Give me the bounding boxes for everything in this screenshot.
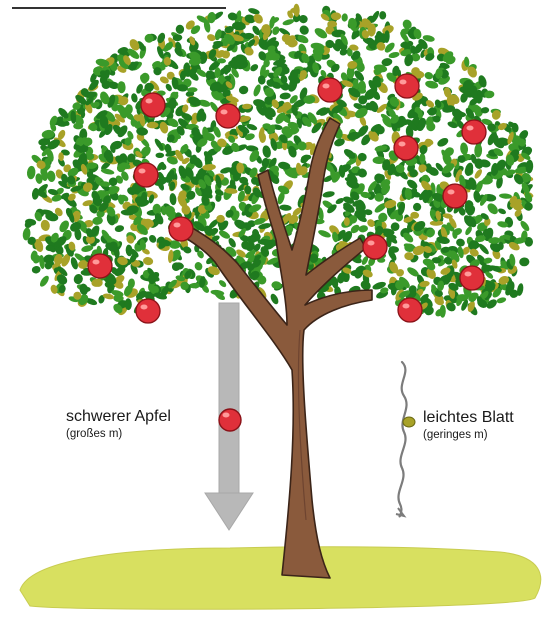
- leaf: [169, 193, 177, 206]
- tree-apple: [462, 120, 486, 144]
- light-leaf-sublabel: (geringes m): [423, 429, 488, 441]
- leaf: [388, 51, 400, 59]
- leaf: [341, 13, 348, 22]
- leaf: [436, 136, 450, 148]
- leaf: [485, 201, 500, 216]
- leaf: [26, 166, 36, 180]
- leaf-fall-path: [398, 362, 406, 516]
- leaf: [31, 265, 41, 274]
- leaf: [317, 229, 332, 239]
- leaf: [261, 145, 272, 159]
- leaf: [38, 274, 50, 288]
- leaf: [379, 11, 386, 20]
- leaf-path-arrowhead: [396, 508, 404, 516]
- leaf: [412, 202, 422, 212]
- leaf: [496, 296, 507, 304]
- leaf: [331, 12, 341, 20]
- leaf: [459, 142, 468, 155]
- leaf: [193, 261, 203, 272]
- leaf: [279, 92, 291, 100]
- tree-apple: [460, 266, 484, 290]
- light-leaf-label: leichtes Blatt: [423, 409, 514, 427]
- leaf: [206, 33, 216, 42]
- tree-apple: [395, 74, 419, 98]
- leaf: [252, 83, 262, 97]
- tree-apple: [398, 298, 422, 322]
- leaf: [473, 168, 483, 180]
- tree-apple: [363, 235, 387, 259]
- leaf: [175, 24, 184, 34]
- leaf: [282, 18, 295, 26]
- leaf: [464, 162, 475, 177]
- heavy-apple-label: schwerer Apfel: [66, 408, 171, 426]
- leaf: [148, 234, 158, 245]
- leaf: [424, 71, 434, 80]
- leaf: [249, 63, 260, 73]
- leaf: [218, 279, 228, 289]
- leaf: [142, 256, 153, 266]
- leaf: [73, 273, 84, 285]
- leaf: [497, 207, 507, 215]
- tree-apple: [443, 184, 467, 208]
- leaf: [140, 72, 151, 83]
- tree-apple: [136, 299, 160, 323]
- leaf: [519, 257, 530, 267]
- leaf: [92, 216, 103, 225]
- leaf: [156, 153, 165, 158]
- falling-leaf: [403, 417, 415, 427]
- leaf: [298, 24, 311, 37]
- tree-apple: [88, 254, 112, 278]
- tree-apple: [216, 104, 240, 128]
- ground-patch: [20, 547, 541, 609]
- leaf: [358, 225, 368, 234]
- leaf: [130, 93, 138, 104]
- falling-apple: [219, 409, 241, 431]
- leaf: [279, 204, 292, 211]
- leaf: [322, 190, 335, 198]
- tree-apple: [318, 78, 342, 102]
- leaf: [114, 224, 125, 233]
- leaf: [81, 287, 91, 292]
- tree-apple: [169, 217, 193, 241]
- leaf: [238, 85, 249, 96]
- leaf: [455, 238, 466, 248]
- leaf: [439, 305, 445, 318]
- leaf: [474, 143, 482, 157]
- leaf: [164, 83, 173, 93]
- tree-apple: [394, 136, 418, 160]
- leaf: [40, 219, 51, 232]
- leaf: [499, 193, 512, 199]
- leaf: [269, 292, 280, 305]
- tree-apple: [141, 93, 165, 117]
- tree-apple: [134, 163, 158, 187]
- heavy-apple-sublabel: (großes m): [66, 428, 122, 440]
